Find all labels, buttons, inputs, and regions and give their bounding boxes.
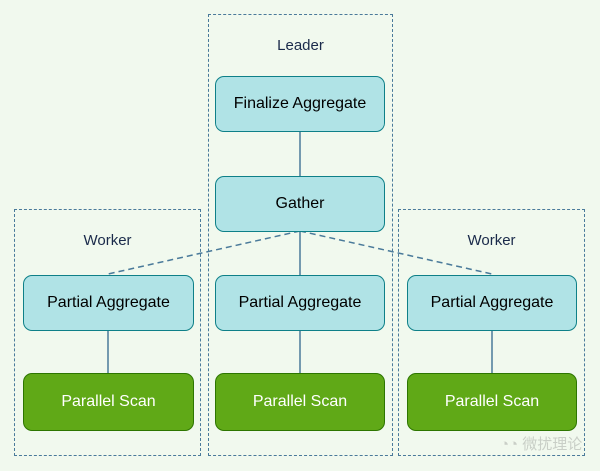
edge-gather-partial-right	[299, 230, 493, 275]
worker-left-group: Worker	[14, 209, 201, 456]
parallel-scan-node-center: Parallel Scan	[215, 373, 385, 431]
partial-aggregate-node-right: Partial Aggregate	[407, 275, 577, 331]
watermark-text: 微扰理论	[522, 436, 583, 453]
gather-node: Gather	[215, 176, 385, 232]
parallel-scan-node-left: Parallel Scan	[23, 373, 194, 431]
leader-label: Leader	[277, 37, 324, 54]
partial-aggregate-node-left: Partial Aggregate	[23, 275, 194, 331]
edge-gather-partial-left	[107, 230, 301, 275]
parallel-scan-node-right: Parallel Scan	[407, 373, 577, 431]
worker-right-group: Worker	[398, 209, 585, 456]
finalize-aggregate-node: Finalize Aggregate	[215, 76, 385, 132]
worker-right-label: Worker	[467, 232, 516, 249]
leader-group: Leader	[208, 14, 393, 456]
wechat-icon: ◔◔	[500, 436, 523, 453]
worker-left-label: Worker	[83, 232, 132, 249]
partial-aggregate-node-center: Partial Aggregate	[215, 275, 385, 331]
watermark: ◔◔ 微扰理论	[500, 433, 582, 454]
